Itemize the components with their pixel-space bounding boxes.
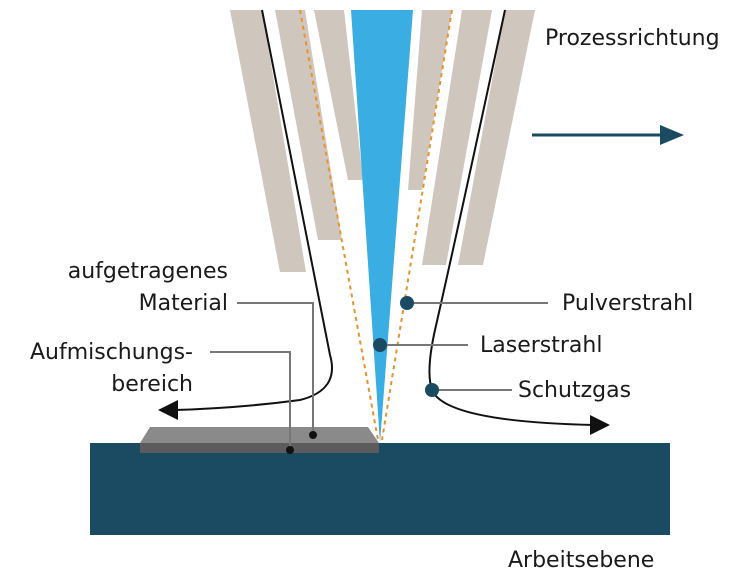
marker-mixing-zone <box>286 446 294 454</box>
label-shielding-gas: Schutzgas <box>518 378 631 403</box>
laser-beam <box>351 10 413 443</box>
label-mixing-zone-line2: bereich <box>111 372 193 397</box>
nozzle-right-center <box>408 10 452 190</box>
nozzle-left-inner <box>275 10 342 240</box>
label-process-direction: Prozessrichtung <box>545 26 720 51</box>
shielding-gas-left-path <box>174 9 333 411</box>
nozzle-left-center <box>314 10 363 180</box>
shielding-gas-right-arrowhead <box>590 415 610 435</box>
label-laser-beam: Laserstrahl <box>480 333 602 358</box>
leader-mixing-zone <box>210 351 291 450</box>
deposited-material-top <box>140 427 379 443</box>
marker-deposited-material <box>309 431 317 439</box>
shielding-gas-left-arrowhead <box>158 400 178 420</box>
marker-laser-beam <box>373 338 387 352</box>
nozzle-right-outer <box>458 10 535 265</box>
nozzle-left-outer <box>230 10 306 272</box>
label-deposited-material-line1: aufgetragenes <box>68 259 228 284</box>
nozzle-right-inner <box>422 10 492 265</box>
process-direction-arrowhead <box>660 125 684 145</box>
marker-powder-jet <box>400 296 414 310</box>
label-deposited-material-line2: Material <box>139 291 228 316</box>
leader-deposited-material <box>237 302 314 435</box>
label-work-plane: Arbeitsebene <box>508 548 654 573</box>
powder-jet-left-line <box>299 9 379 441</box>
deposited-material-base <box>140 443 379 453</box>
marker-shielding-gas <box>425 383 439 397</box>
powder-jet-right-line <box>381 9 453 441</box>
work-plane <box>90 443 670 535</box>
label-mixing-zone-line1: Aufmischungs- <box>30 340 193 365</box>
label-powder-jet: Pulverstrahl <box>562 291 693 316</box>
